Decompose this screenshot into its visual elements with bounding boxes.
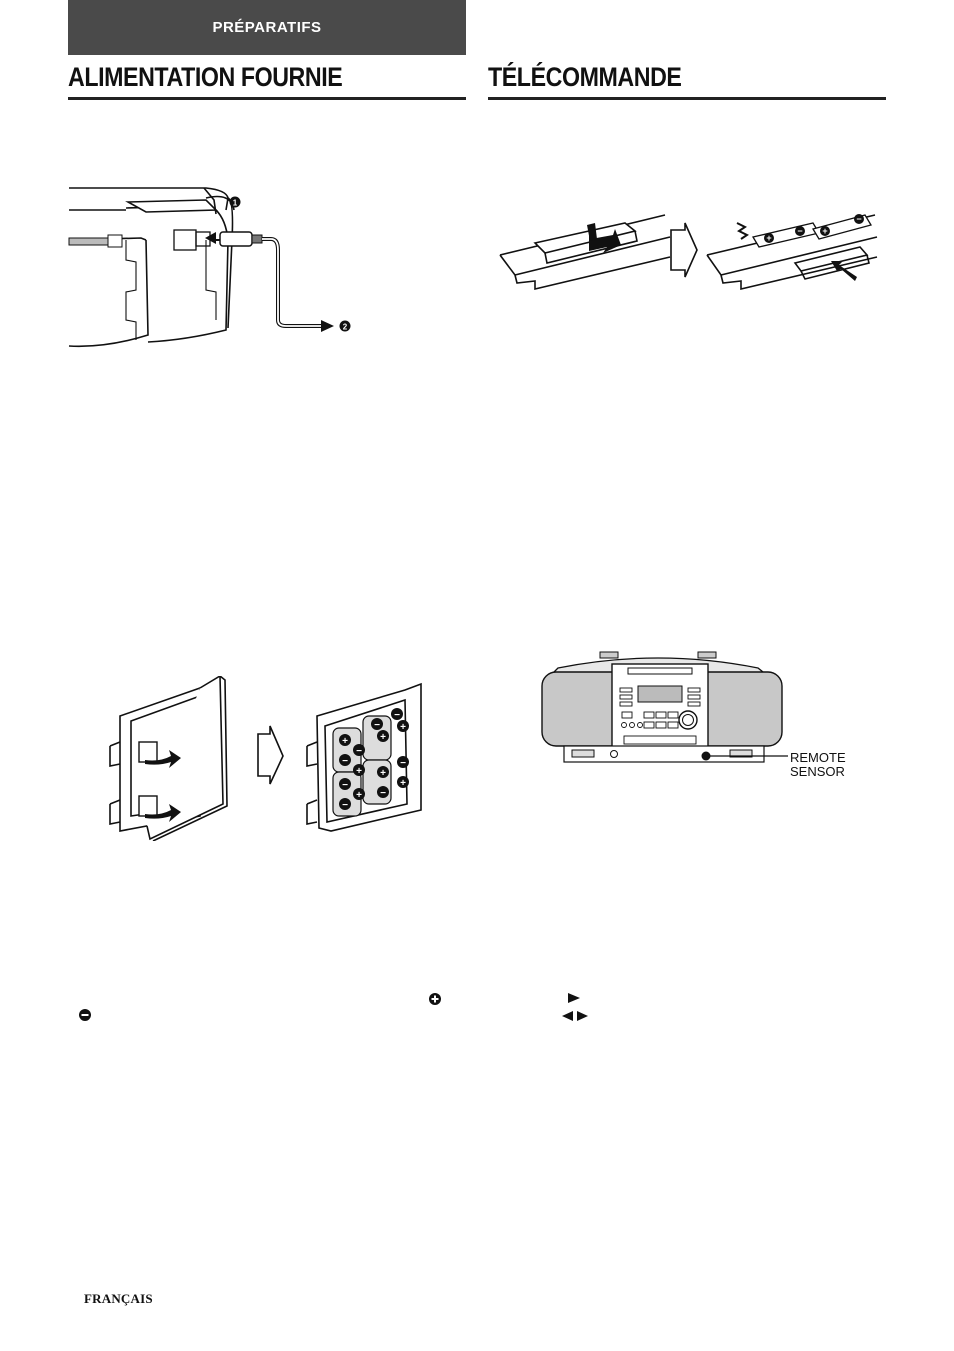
plus-terminal-icon (429, 993, 441, 1005)
callout-1-label: 1 (233, 199, 238, 208)
svg-text:−: − (342, 756, 348, 767)
svg-text:−: − (856, 214, 861, 224)
battery-2: + − (811, 214, 873, 240)
svg-text:+: + (766, 233, 771, 243)
battery-compartment-illustration: + − − + − − + + − + − + − − + (109, 676, 422, 841)
svg-text:−: − (400, 758, 406, 769)
ac-cord-illustration: 1 2 (68, 187, 351, 348)
heading-rule-right (488, 97, 886, 100)
svg-text:−: − (797, 226, 802, 236)
remote-sensor-dot (701, 751, 711, 761)
svg-text:−: − (342, 780, 348, 791)
svg-text:+: + (342, 736, 348, 747)
play-icon (568, 993, 580, 1003)
svg-text:+: + (400, 722, 406, 733)
battery-cells: + − − + − − + + − + − + − − + (332, 708, 409, 817)
svg-text:+: + (356, 790, 362, 801)
svg-text:−: − (394, 710, 400, 721)
heading-alimentation: ALIMENTATION FOURNIE (68, 62, 343, 92)
svg-text:+: + (380, 732, 386, 743)
svg-text:−: − (342, 800, 348, 811)
section-tab-label: PRÉPARATIFS (212, 19, 322, 36)
section-tab: PRÉPARATIFS (68, 0, 466, 55)
callout-1: 1 (229, 196, 241, 208)
heading-rule-left (68, 97, 466, 100)
battery-1: + − (751, 222, 821, 248)
svg-text:+: + (822, 226, 827, 236)
remote-sensor-label-line1: REMOTE (790, 750, 846, 765)
svg-text:+: + (380, 768, 386, 779)
svg-text:−: − (356, 746, 362, 757)
callout-2: 2 (339, 320, 351, 332)
svg-text:+: + (356, 766, 362, 777)
remote-sensor-label: REMOTE SENSOR (790, 751, 846, 779)
remote-sensor-label-line2: SENSOR (790, 764, 845, 779)
svg-text:−: − (374, 720, 380, 731)
svg-text:−: − (380, 788, 386, 799)
svg-text:+: + (400, 778, 406, 789)
callout-2-label: 2 (343, 323, 348, 332)
footer-language: FRANÇAIS (84, 1291, 153, 1306)
minus-terminal-icon (79, 1009, 91, 1021)
skip-arrows-icon (562, 1011, 588, 1021)
unit-front-illustration (541, 651, 788, 763)
heading-telecommande: TÉLÉCOMMANDE (488, 62, 682, 92)
remote-battery-illustration: + − + − (499, 214, 878, 291)
